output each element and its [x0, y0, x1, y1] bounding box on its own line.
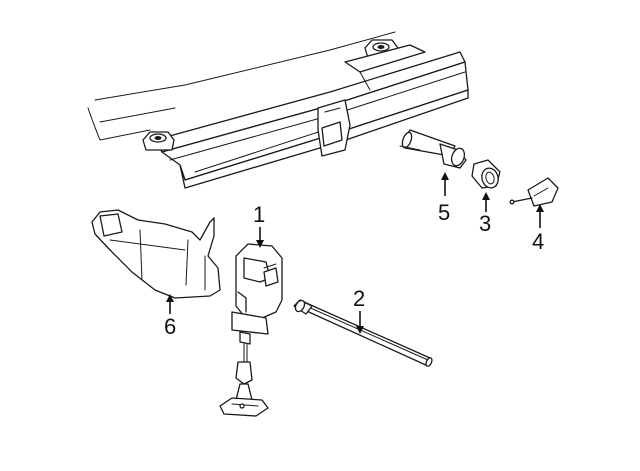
part-6-shield — [91, 209, 221, 299]
callout-4: 4 — [532, 204, 544, 254]
callout-6-label: 6 — [164, 314, 176, 339]
frame-crossmember — [87, 31, 469, 189]
part-5-mount-tube — [399, 129, 467, 169]
callout-1: 1 — [253, 202, 265, 248]
callout-6: 6 — [164, 294, 176, 339]
callout-1-label: 1 — [253, 202, 265, 227]
callout-4-label: 4 — [532, 229, 544, 254]
callout-2-label: 2 — [353, 286, 365, 311]
callout-5-label: 5 — [438, 200, 450, 225]
callout-2: 2 — [353, 286, 365, 334]
part-3-bushing — [471, 159, 501, 189]
callout-3: 3 — [479, 192, 491, 236]
part-1-spare-tire-hoist — [219, 243, 283, 417]
part-2-extension-rod — [293, 299, 433, 367]
callout-5: 5 — [438, 172, 450, 225]
callout-3-label: 3 — [479, 211, 491, 236]
part-4-cap — [509, 177, 559, 207]
